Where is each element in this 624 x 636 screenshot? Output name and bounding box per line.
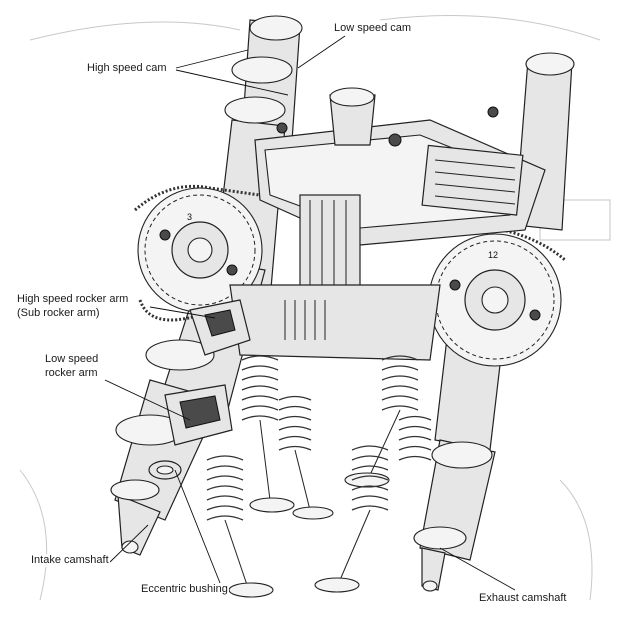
intake-cam-lobes (110, 56, 293, 501)
sprocket-mark-left: 3 (187, 212, 192, 222)
label-low-speed-cam: Low speed cam (333, 22, 413, 35)
label-low-speed-rocker-arm-1: Low speed (44, 353, 100, 366)
exhaust-sprocket (428, 233, 562, 367)
sprocket-mark-right: 12 (488, 250, 498, 260)
low-speed-rocker-arm (164, 384, 233, 446)
label-high-speed-cam: High speed cam (86, 62, 168, 75)
label-sub-rocker-arm: (Sub rocker arm) (16, 307, 101, 320)
exhaust-valve-springs (314, 355, 432, 593)
label-low-speed-rocker-arm-2: rocker arm (44, 367, 99, 380)
label-exhaust-camshaft: Exhaust camshaft (478, 592, 568, 605)
intake-sprocket (137, 187, 263, 313)
intake-valve-springs (206, 355, 334, 598)
eccentric-bushing (148, 460, 182, 480)
label-high-speed-rocker-arm: High speed rocker arm (16, 293, 130, 306)
high-speed-rocker-arm (189, 299, 251, 356)
label-intake-camshaft: Intake camshaft (30, 554, 110, 567)
leader-lines (104, 35, 516, 591)
label-eccentric-bushing: Eccentric bushing (140, 583, 229, 596)
cam-drive-housing (229, 87, 546, 361)
